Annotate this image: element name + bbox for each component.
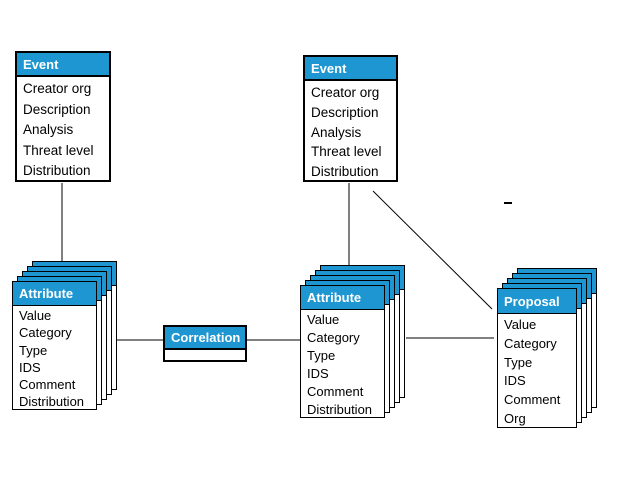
node-event-left-fields: Creator org Description Analysis Threat … [17, 77, 109, 182]
field-label: Threat level [23, 142, 94, 158]
field-label: Type [307, 347, 336, 363]
node-proposal-fields: Value Category Type IDS Comment Org [498, 314, 576, 429]
field-label: Creator org [311, 85, 380, 100]
field-label: Creator org [23, 81, 92, 96]
node-correlation-title: Correlation [165, 327, 245, 350]
node-event-right-title: Event [305, 57, 396, 81]
field-label: Distribution [307, 401, 373, 417]
field-label: Comment [19, 377, 76, 393]
node-attribute-middle-title: Attribute [301, 286, 384, 310]
field-label: IDS [19, 359, 41, 375]
node-attribute-middle-fields: Value Category Type IDS Comment Distribu… [301, 310, 384, 418]
edge-event-right-proposal [372, 190, 493, 310]
field-label: Type [504, 354, 533, 370]
field-label: Value [504, 317, 537, 332]
node-attribute-left-title: Attribute [13, 282, 96, 306]
field-label: Description [311, 104, 379, 120]
node-event-right-fields: Creator org Description Analysis Threat … [305, 81, 396, 182]
stack-front-card: Proposal Value Category Type IDS Comment… [497, 288, 577, 428]
field-label: Org [504, 410, 526, 426]
field-label: Distribution [23, 163, 91, 178]
field-label: Threat level [311, 144, 382, 160]
field-label: Description [23, 101, 91, 117]
node-event-left-title: Event [17, 53, 109, 77]
stack-front-card: Attribute Value Category Type IDS Commen… [12, 281, 97, 410]
field-label: Distribution [19, 394, 85, 410]
node-event-right: Event Creator org Description Analysis T… [303, 55, 398, 182]
field-label: Value [307, 312, 340, 327]
field-label: Category [504, 335, 557, 351]
node-correlation: Correlation [163, 325, 247, 362]
field-label: Analysis [23, 122, 74, 137]
field-label: Comment [307, 383, 364, 399]
field-label: Category [307, 329, 360, 345]
field-label: IDS [307, 365, 329, 381]
field-label: IDS [504, 373, 526, 389]
stack-front-card: Attribute Value Category Type IDS Commen… [300, 285, 385, 418]
field-label: Distribution [311, 164, 379, 180]
field-label: Comment [504, 392, 561, 408]
node-attribute-left-fields: Value Category Type IDS Comment Distribu… [13, 306, 96, 411]
field-label: Type [19, 342, 48, 358]
node-proposal-title: Proposal [498, 289, 576, 314]
field-label: Analysis [311, 124, 362, 140]
field-label: Value [19, 308, 52, 323]
field-label: Category [19, 325, 72, 341]
node-event-left: Event Creator org Description Analysis T… [15, 51, 111, 182]
